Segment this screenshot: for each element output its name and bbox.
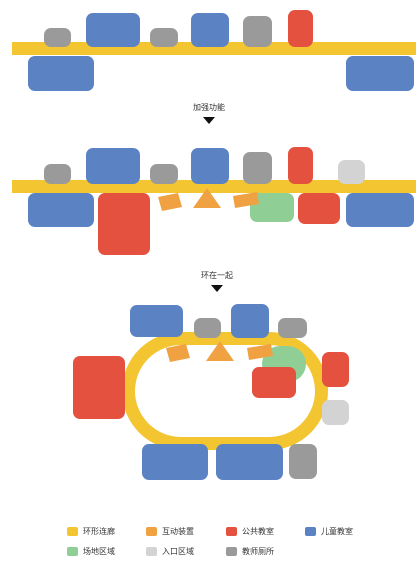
step2-caption: 环在一起 bbox=[201, 271, 233, 280]
stage1-restroom-2 bbox=[150, 28, 178, 47]
stage2-classroom-3 bbox=[28, 193, 94, 227]
stage2-public-classroom-big bbox=[98, 193, 150, 255]
legend-swatch-icon bbox=[305, 527, 316, 536]
legend-label: 入口区域 bbox=[162, 547, 194, 556]
stage1-classroom-3 bbox=[28, 56, 94, 91]
stage1-classroom-1 bbox=[86, 13, 140, 47]
stage2-interactive-device-3 bbox=[233, 192, 259, 208]
stage3-public-classroom-center bbox=[252, 367, 296, 398]
stage1-public-classroom bbox=[288, 10, 313, 47]
stage3-interactive-device-1 bbox=[166, 344, 190, 362]
stage2-public-classroom-small bbox=[298, 193, 340, 224]
stage3-classroom-1 bbox=[130, 305, 183, 337]
legend-item-public-classroom: 公共教室 bbox=[226, 526, 274, 537]
legend-swatch-icon bbox=[146, 547, 157, 556]
stage3-restroom-2 bbox=[278, 318, 307, 338]
stage2-classroom-1 bbox=[86, 148, 140, 184]
legend-item-restroom: 教师厕所 bbox=[226, 546, 274, 557]
legend-label: 互动装置 bbox=[162, 527, 194, 536]
stage1-restroom-1 bbox=[44, 28, 71, 47]
stage3-classroom-4 bbox=[216, 444, 283, 480]
stage2-interactive-device-2 bbox=[193, 188, 221, 208]
stage3-entrance bbox=[322, 400, 349, 425]
legend-item-corridor: 环形连廊 bbox=[67, 526, 115, 537]
stage2-classroom-2 bbox=[191, 148, 229, 184]
legend-label: 场地区域 bbox=[83, 547, 115, 556]
stage3-classroom-3 bbox=[142, 444, 208, 480]
legend-item-site-area: 场地区域 bbox=[67, 546, 115, 557]
legend-swatch-icon bbox=[226, 527, 237, 536]
stage1-classroom-2 bbox=[191, 13, 229, 47]
legend-label: 教师厕所 bbox=[242, 547, 274, 556]
stage3-restroom-3 bbox=[289, 444, 317, 479]
legend-swatch-icon bbox=[226, 547, 237, 556]
stage3-classroom-2 bbox=[231, 304, 269, 338]
legend-label: 环形连廊 bbox=[83, 527, 115, 536]
stage2-interactive-device-1 bbox=[158, 193, 182, 211]
stage3-restroom-1 bbox=[194, 318, 221, 338]
legend-item-entrance: 入口区域 bbox=[146, 546, 194, 557]
step2-arrow-icon bbox=[211, 285, 223, 292]
stage3-public-classroom-left bbox=[73, 356, 125, 419]
legend-swatch-icon bbox=[67, 547, 78, 556]
legend-item-children-classroom: 儿童教室 bbox=[305, 526, 353, 537]
legend-swatch-icon bbox=[67, 527, 78, 536]
step1-caption: 加强功能 bbox=[193, 103, 225, 112]
stage2-restroom-1 bbox=[44, 164, 71, 184]
stage3-interactive-device-3 bbox=[247, 344, 273, 360]
stage1-classroom-4 bbox=[346, 56, 414, 91]
legend-item-interactive: 互动装置 bbox=[146, 526, 194, 537]
legend-label: 公共教室 bbox=[242, 527, 274, 536]
stage2-restroom-3 bbox=[243, 152, 272, 184]
legend-swatch-icon bbox=[146, 527, 157, 536]
stage2-restroom-2 bbox=[150, 164, 178, 184]
stage2-entrance bbox=[338, 160, 365, 184]
stage3-interactive-device-2 bbox=[206, 341, 234, 361]
stage2-classroom-4 bbox=[346, 193, 414, 227]
stage3-public-classroom-right bbox=[322, 352, 349, 387]
step1-arrow-icon bbox=[203, 117, 215, 124]
stage1-restroom-3 bbox=[243, 16, 272, 47]
stage2-public-classroom-top bbox=[288, 147, 313, 184]
legend-label: 儿童教室 bbox=[321, 527, 353, 536]
